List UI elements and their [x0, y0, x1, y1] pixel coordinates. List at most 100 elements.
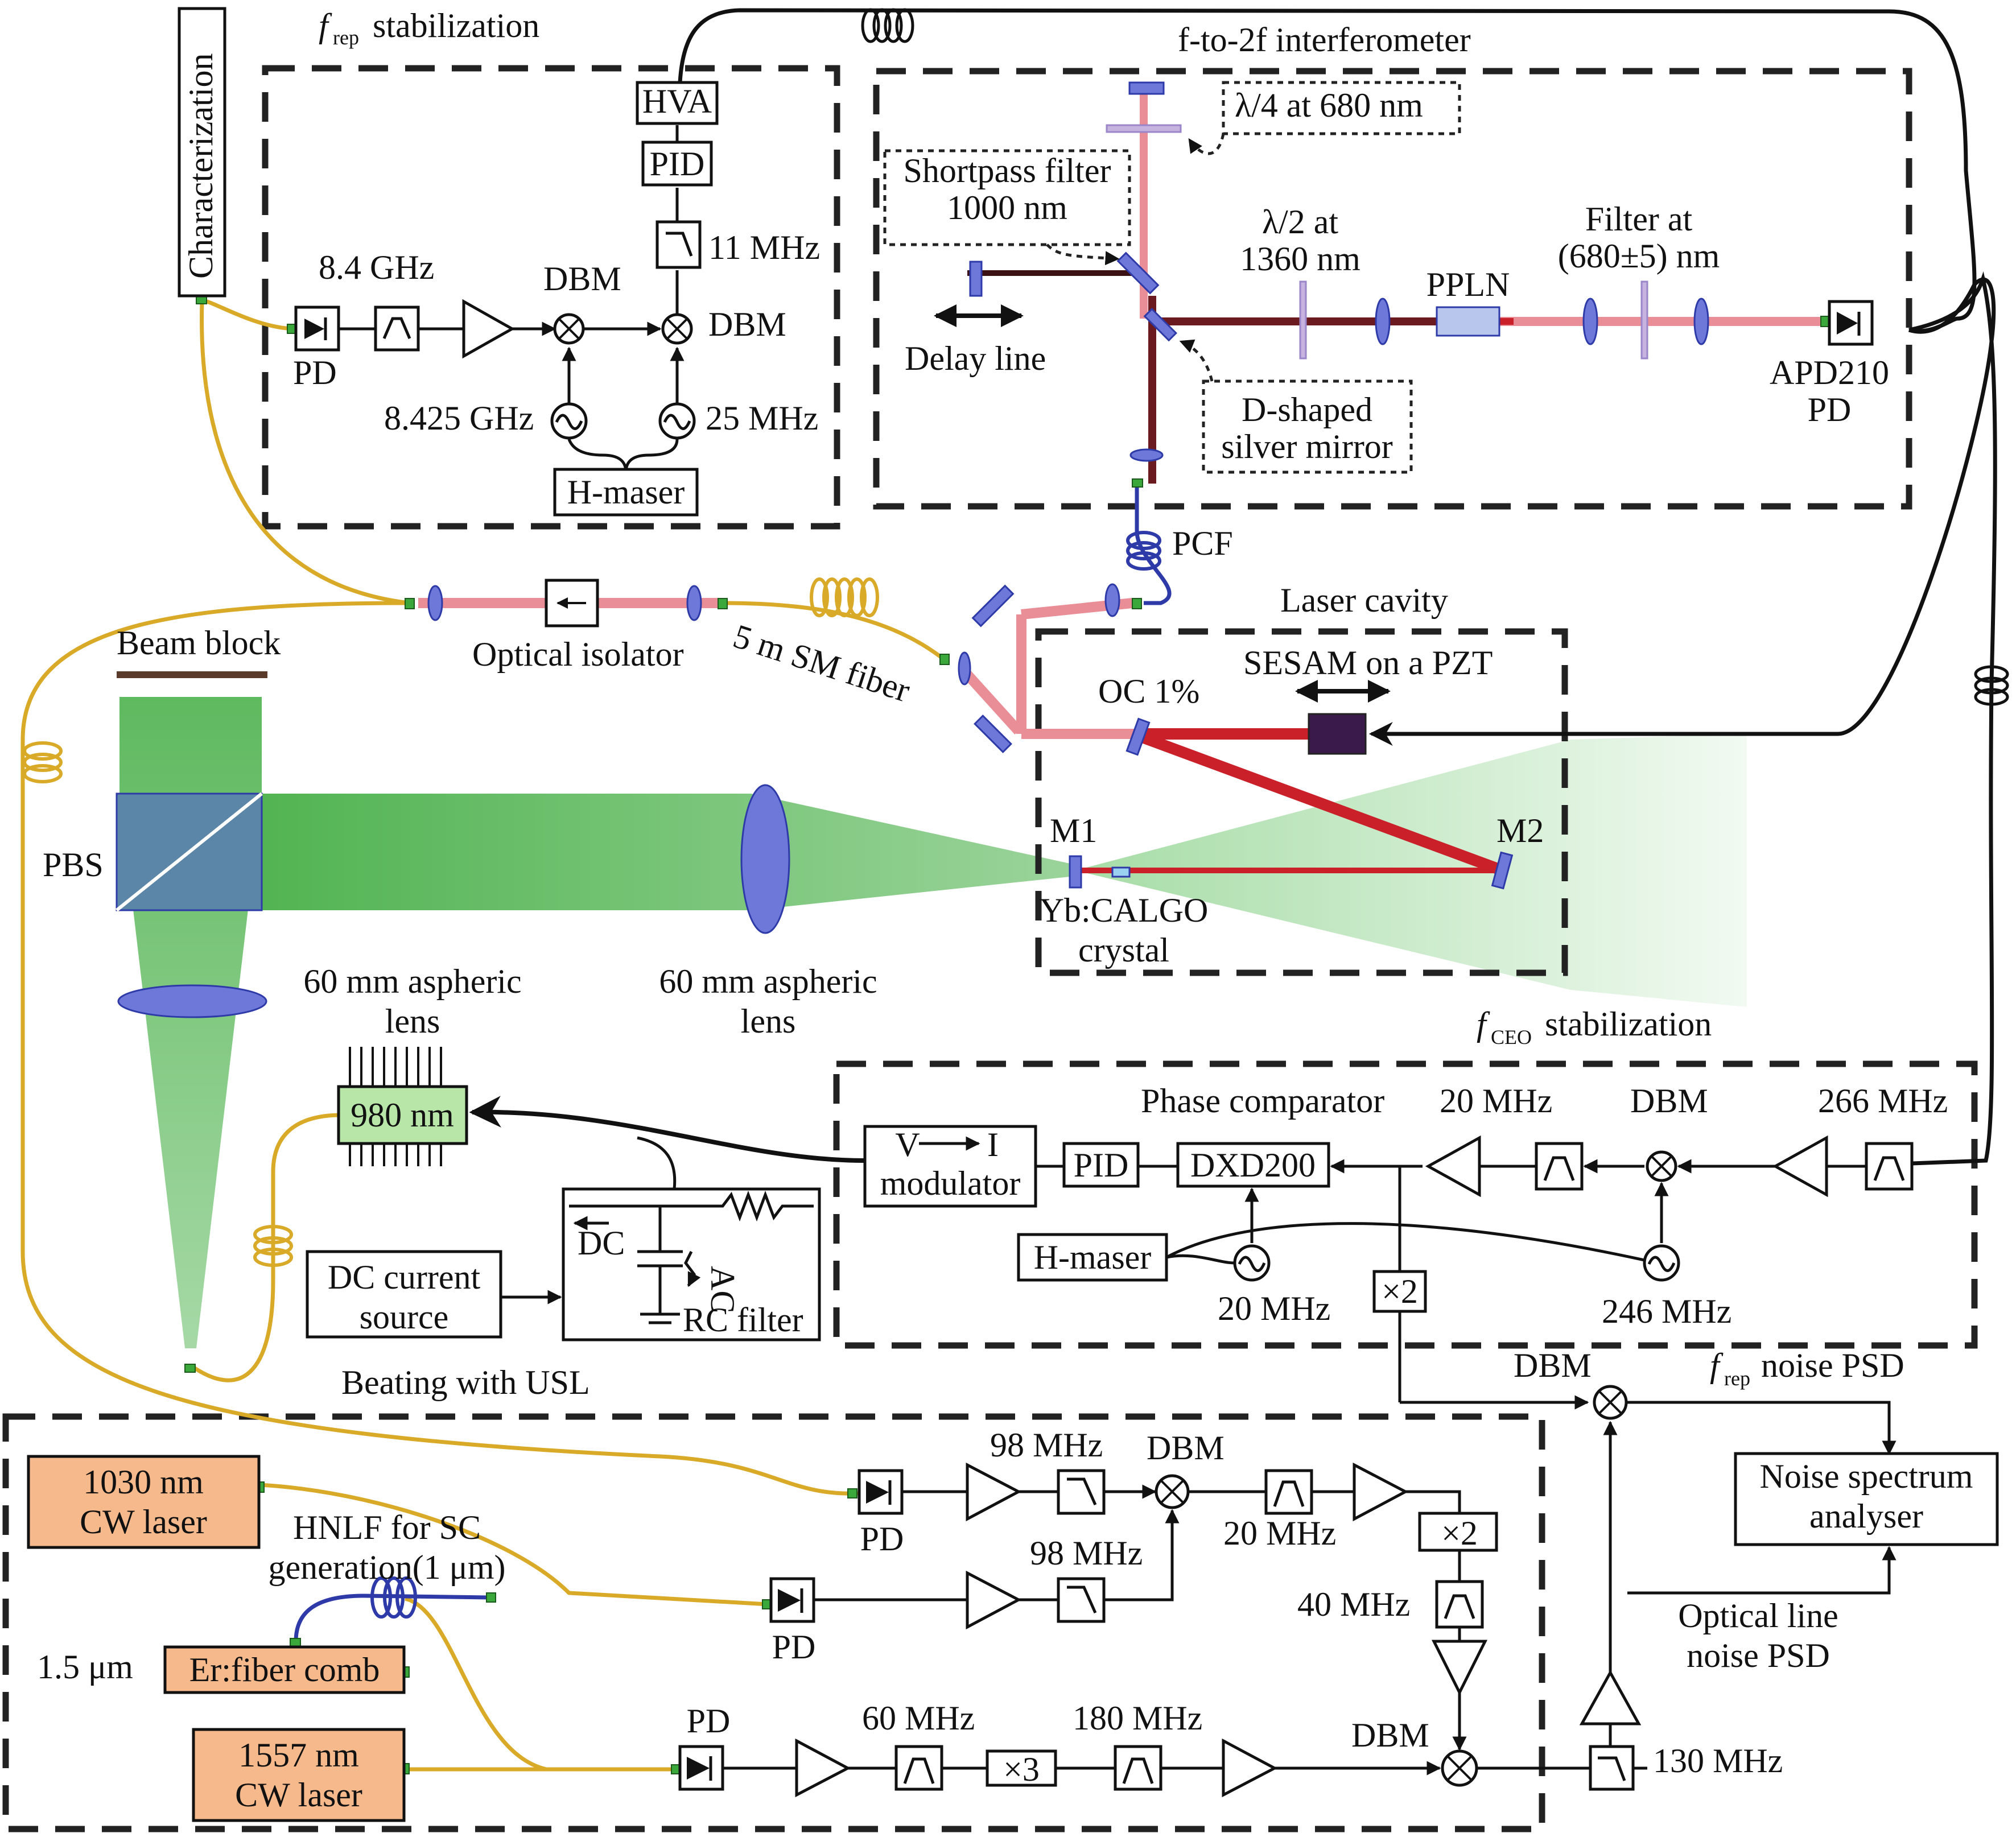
hmaser-top-label: H-maser	[567, 473, 685, 511]
characterization-box	[178, 7, 226, 298]
frep-stab-title: f	[319, 7, 332, 44]
beam-block	[117, 671, 267, 678]
laser-cavity-label: Laser cavity	[1280, 581, 1448, 619]
lens-iso-r	[686, 585, 702, 621]
x2-mid-label: ×2	[1382, 1273, 1418, 1310]
nm980-label: 980 nm	[351, 1096, 454, 1134]
f2f-extras	[883, 81, 1874, 474]
cw1557-box	[192, 1728, 406, 1822]
beating-usl-box	[2, 1413, 1545, 1832]
mixer-frep-noise	[1593, 1385, 1628, 1420]
lens-iso-l	[427, 585, 443, 621]
fiber-coils	[23, 8, 2009, 1619]
f40-label: 40 MHz	[1297, 1586, 1410, 1623]
svg-text:CEO: CEO	[1491, 1026, 1532, 1048]
m2-mirror	[1491, 851, 1514, 890]
lens-pcf-top	[1129, 448, 1164, 462]
optics	[116, 81, 1709, 1018]
shortpass-filter	[1116, 251, 1160, 295]
cw1030-box	[27, 1455, 261, 1549]
pid-top-box	[641, 141, 713, 187]
usl-electronics	[27, 1455, 1647, 1822]
vi-label-2: I	[987, 1126, 999, 1163]
pbs-label: PBS	[43, 846, 104, 884]
f20a-label: 20 MHz	[1440, 1082, 1552, 1120]
ybcalgo-crystal	[1111, 866, 1131, 878]
shortpass-label-1: Shortpass filter	[904, 152, 1111, 189]
mixer-fceo	[1646, 1150, 1677, 1182]
f180-label: 180 MHz	[1073, 1699, 1202, 1737]
dxd200-box	[1176, 1142, 1330, 1188]
vi-label-3: modulator	[880, 1165, 1021, 1202]
lens-f2f-2	[1582, 298, 1598, 345]
f11-label: 11 MHz	[708, 229, 820, 266]
ppln-crystal	[1436, 306, 1500, 337]
dbm-e-label: DBM	[1147, 1429, 1225, 1467]
dc-current-box	[306, 1250, 502, 1339]
cavity-extras	[545, 579, 1440, 746]
f8425-label: 8.425 GHz	[384, 399, 534, 437]
delay-mirror	[969, 261, 983, 297]
osc-246mhz	[1643, 1244, 1680, 1282]
vi-modulator-box	[863, 1125, 1037, 1208]
frep-electronics	[178, 7, 719, 517]
noise-analyser-box	[1734, 1452, 1999, 1546]
er-comb-box	[163, 1645, 406, 1694]
um15-label: 1.5 μm	[37, 1648, 133, 1686]
oc-label: OC 1%	[1098, 672, 1199, 710]
f98a-label: 98 MHz	[990, 1426, 1103, 1464]
x3-label: ×3	[1003, 1751, 1040, 1788]
ppln-label: PPLN	[1427, 266, 1510, 303]
oc-mirror	[1126, 717, 1151, 756]
rc-dc-label: DC	[578, 1224, 625, 1262]
characterization-label: Characterization	[182, 53, 220, 279]
dbm-c-label: DBM	[1630, 1082, 1708, 1120]
lambda2-label-2: 1360 nm	[1240, 240, 1361, 278]
rc-ac-label: AC	[704, 1266, 741, 1313]
pcf-label: PCF	[1172, 525, 1233, 562]
delay-label: Delay line	[905, 340, 1046, 377]
dxd-label: DXD200	[1190, 1146, 1316, 1184]
lambda4-label: λ/4 at 680 nm	[1235, 86, 1423, 124]
mixer-84	[553, 313, 585, 345]
f20c-label: 20 MHz	[1223, 1514, 1336, 1552]
hva-label: HVA	[642, 82, 712, 120]
apd-label-2: PD	[1808, 391, 1852, 428]
dbm-b-label: DBM	[708, 306, 786, 343]
lens-f2f-1	[1375, 298, 1391, 345]
cw1557-label-2: CW laser	[235, 1776, 362, 1814]
aspheric-lens-right	[740, 784, 790, 934]
hmaser-top-box	[553, 468, 699, 517]
quarter-wave-plate	[1106, 124, 1182, 133]
osc-8425	[550, 402, 588, 440]
filter-label-1: Filter at	[1585, 200, 1693, 238]
oln-label-1: Optical line	[1678, 1597, 1838, 1634]
svg-text:noise PSD: noise PSD	[1761, 1347, 1904, 1384]
mixer-25	[661, 313, 693, 345]
fiber-connectors	[184, 295, 1831, 1774]
pid-mid-label: PID	[1074, 1146, 1129, 1184]
asph-left-2: lens	[385, 1002, 440, 1040]
frep-stabilization-box	[262, 65, 840, 530]
dbm-d-label: DBM	[1514, 1347, 1592, 1384]
bpf-84ghz	[374, 306, 420, 352]
dmirror-label-1: D-shaped	[1242, 391, 1372, 428]
shortpass-label-2: 1000 nm	[947, 189, 1067, 226]
lpf-11mhz	[655, 220, 702, 269]
f98b-label: 98 MHz	[1030, 1534, 1143, 1572]
m2-label: M2	[1496, 812, 1544, 849]
bpf-266mhz	[1865, 1142, 1914, 1191]
frep-noise-label: f	[1710, 1347, 1724, 1384]
m1-mirror	[1069, 855, 1082, 889]
fceo-stab-title: f	[1477, 1005, 1490, 1043]
hnlf-label-1: HNLF for SC	[293, 1509, 481, 1546]
f266-label: 266 MHz	[1818, 1082, 1948, 1120]
opt-iso-label: Optical isolator	[472, 635, 684, 673]
m1-label: M1	[1050, 812, 1097, 849]
cw1030-label-2: CW laser	[80, 1503, 207, 1541]
hmaser-mid-label: H-maser	[1034, 1239, 1152, 1276]
sesam-label: SESAM on a PZT	[1243, 644, 1493, 682]
asph-right-2: lens	[741, 1002, 796, 1040]
